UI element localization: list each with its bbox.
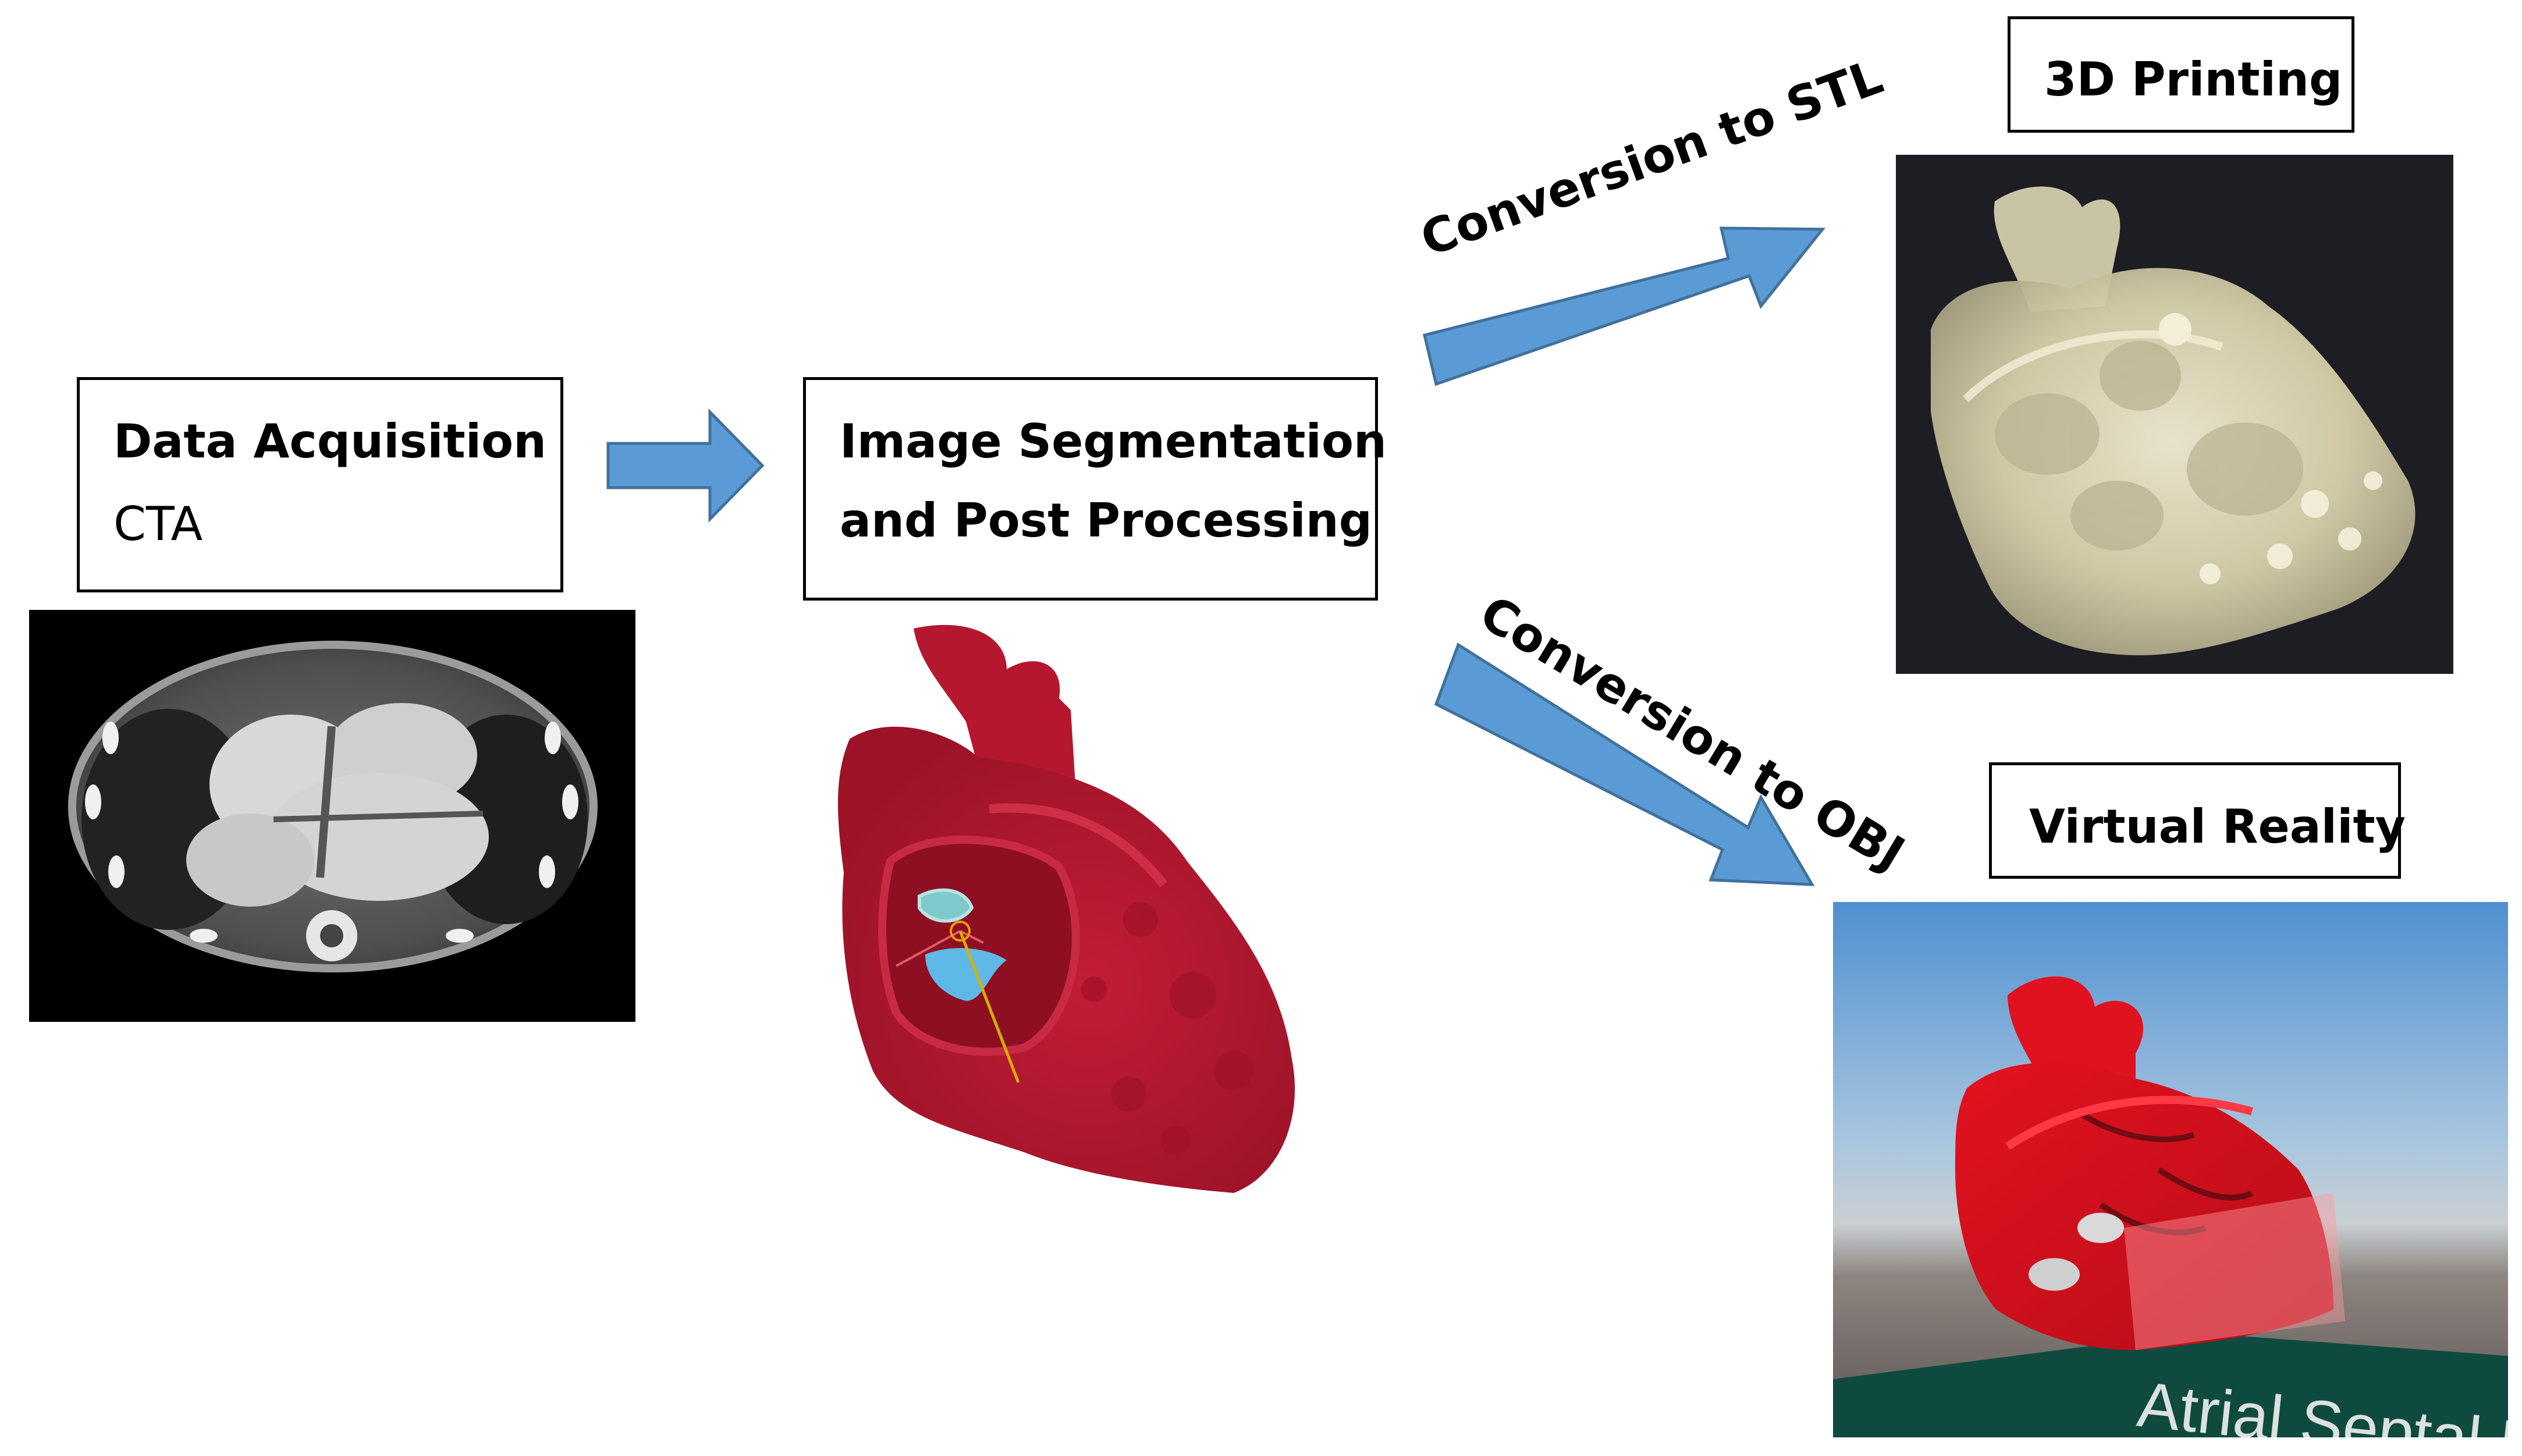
data-acquisition-box: Data Acquisition CTA [77,377,563,592]
image-segmentation-title-line1: Image Segmentation [840,414,1387,468]
image-segmentation-box: Image Segmentation and Post Processing [803,377,1387,601]
3d-printed-model-photo [1896,155,2453,674]
virtual-reality-scene: Atrial Septal D [1833,902,2508,1437]
image-segmentation-title-line2: and Post Processing [840,493,1372,548]
arrow-conversion-to-obj [1434,642,1815,886]
ct-scan-image [29,610,635,1022]
virtual-reality-box: Virtual Reality [1989,762,2406,879]
segmented-heart-model [815,617,1397,1222]
arrow-acquisition-to-segmentation [606,408,765,523]
3d-printing-box: 3D Printing [2008,16,2354,133]
data-acquisition-title: Data Acquisition [113,414,547,468]
data-acquisition-subtitle: CTA [113,497,203,551]
3d-printing-title: 3D Printing [2044,52,2343,106]
arrow-conversion-to-stl [1422,226,1826,386]
virtual-reality-title: Virtual Reality [2029,800,2406,854]
